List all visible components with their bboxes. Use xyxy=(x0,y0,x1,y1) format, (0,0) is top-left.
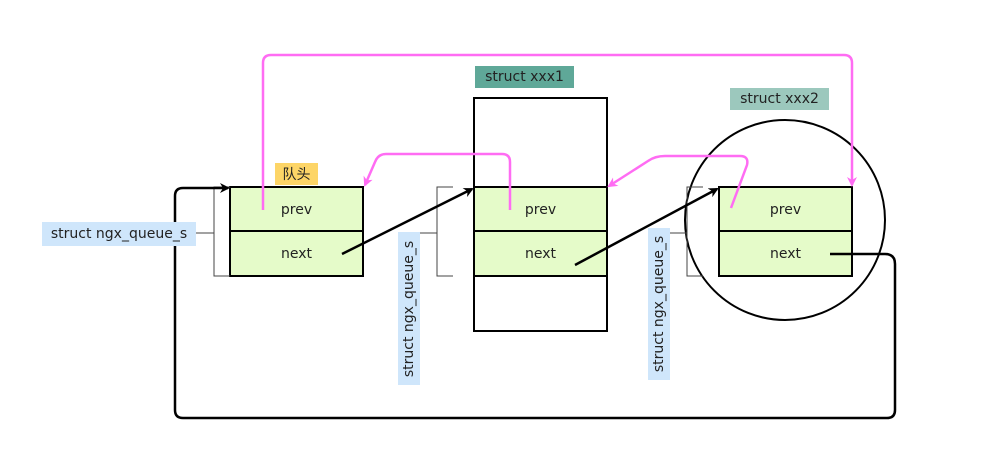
prev-pointers xyxy=(261,53,857,210)
struct-label-vertical-2: struct ngx_queue_s xyxy=(648,228,670,380)
next-arrow-loop xyxy=(173,183,897,420)
node-3 xyxy=(718,186,853,277)
next-arrow-1 xyxy=(341,187,474,256)
brackets xyxy=(196,186,703,277)
node-3-next: next xyxy=(769,246,801,262)
next-pointers xyxy=(173,183,897,420)
node-1-next: next xyxy=(280,246,312,262)
prev-arrow-2 xyxy=(363,152,512,210)
struct-label-text: struct ngx_queue_s xyxy=(401,240,417,377)
container-label-xxx2: struct xxx2 xyxy=(730,88,829,110)
struct-label: struct ngx_queue_s xyxy=(42,222,196,246)
container-xxx2 xyxy=(684,119,886,321)
prev-arrow-3 xyxy=(607,154,749,209)
struct-label-vertical-1: struct ngx_queue_s xyxy=(398,232,420,385)
node-2-next: next xyxy=(524,246,556,262)
next-arrow-2 xyxy=(574,187,719,267)
node-2-prev: prev xyxy=(524,201,557,218)
node-1 xyxy=(229,186,364,277)
struct-label-text: struct ngx_queue_s xyxy=(651,235,667,373)
node-3-prev: prev xyxy=(769,201,802,218)
head-label: 队头 xyxy=(275,163,318,185)
prev-arrow-1 xyxy=(261,53,857,210)
node-1-prev: prev xyxy=(280,201,313,218)
container-label-xxx1: struct xxx1 xyxy=(475,66,574,88)
node-2 xyxy=(473,186,608,277)
